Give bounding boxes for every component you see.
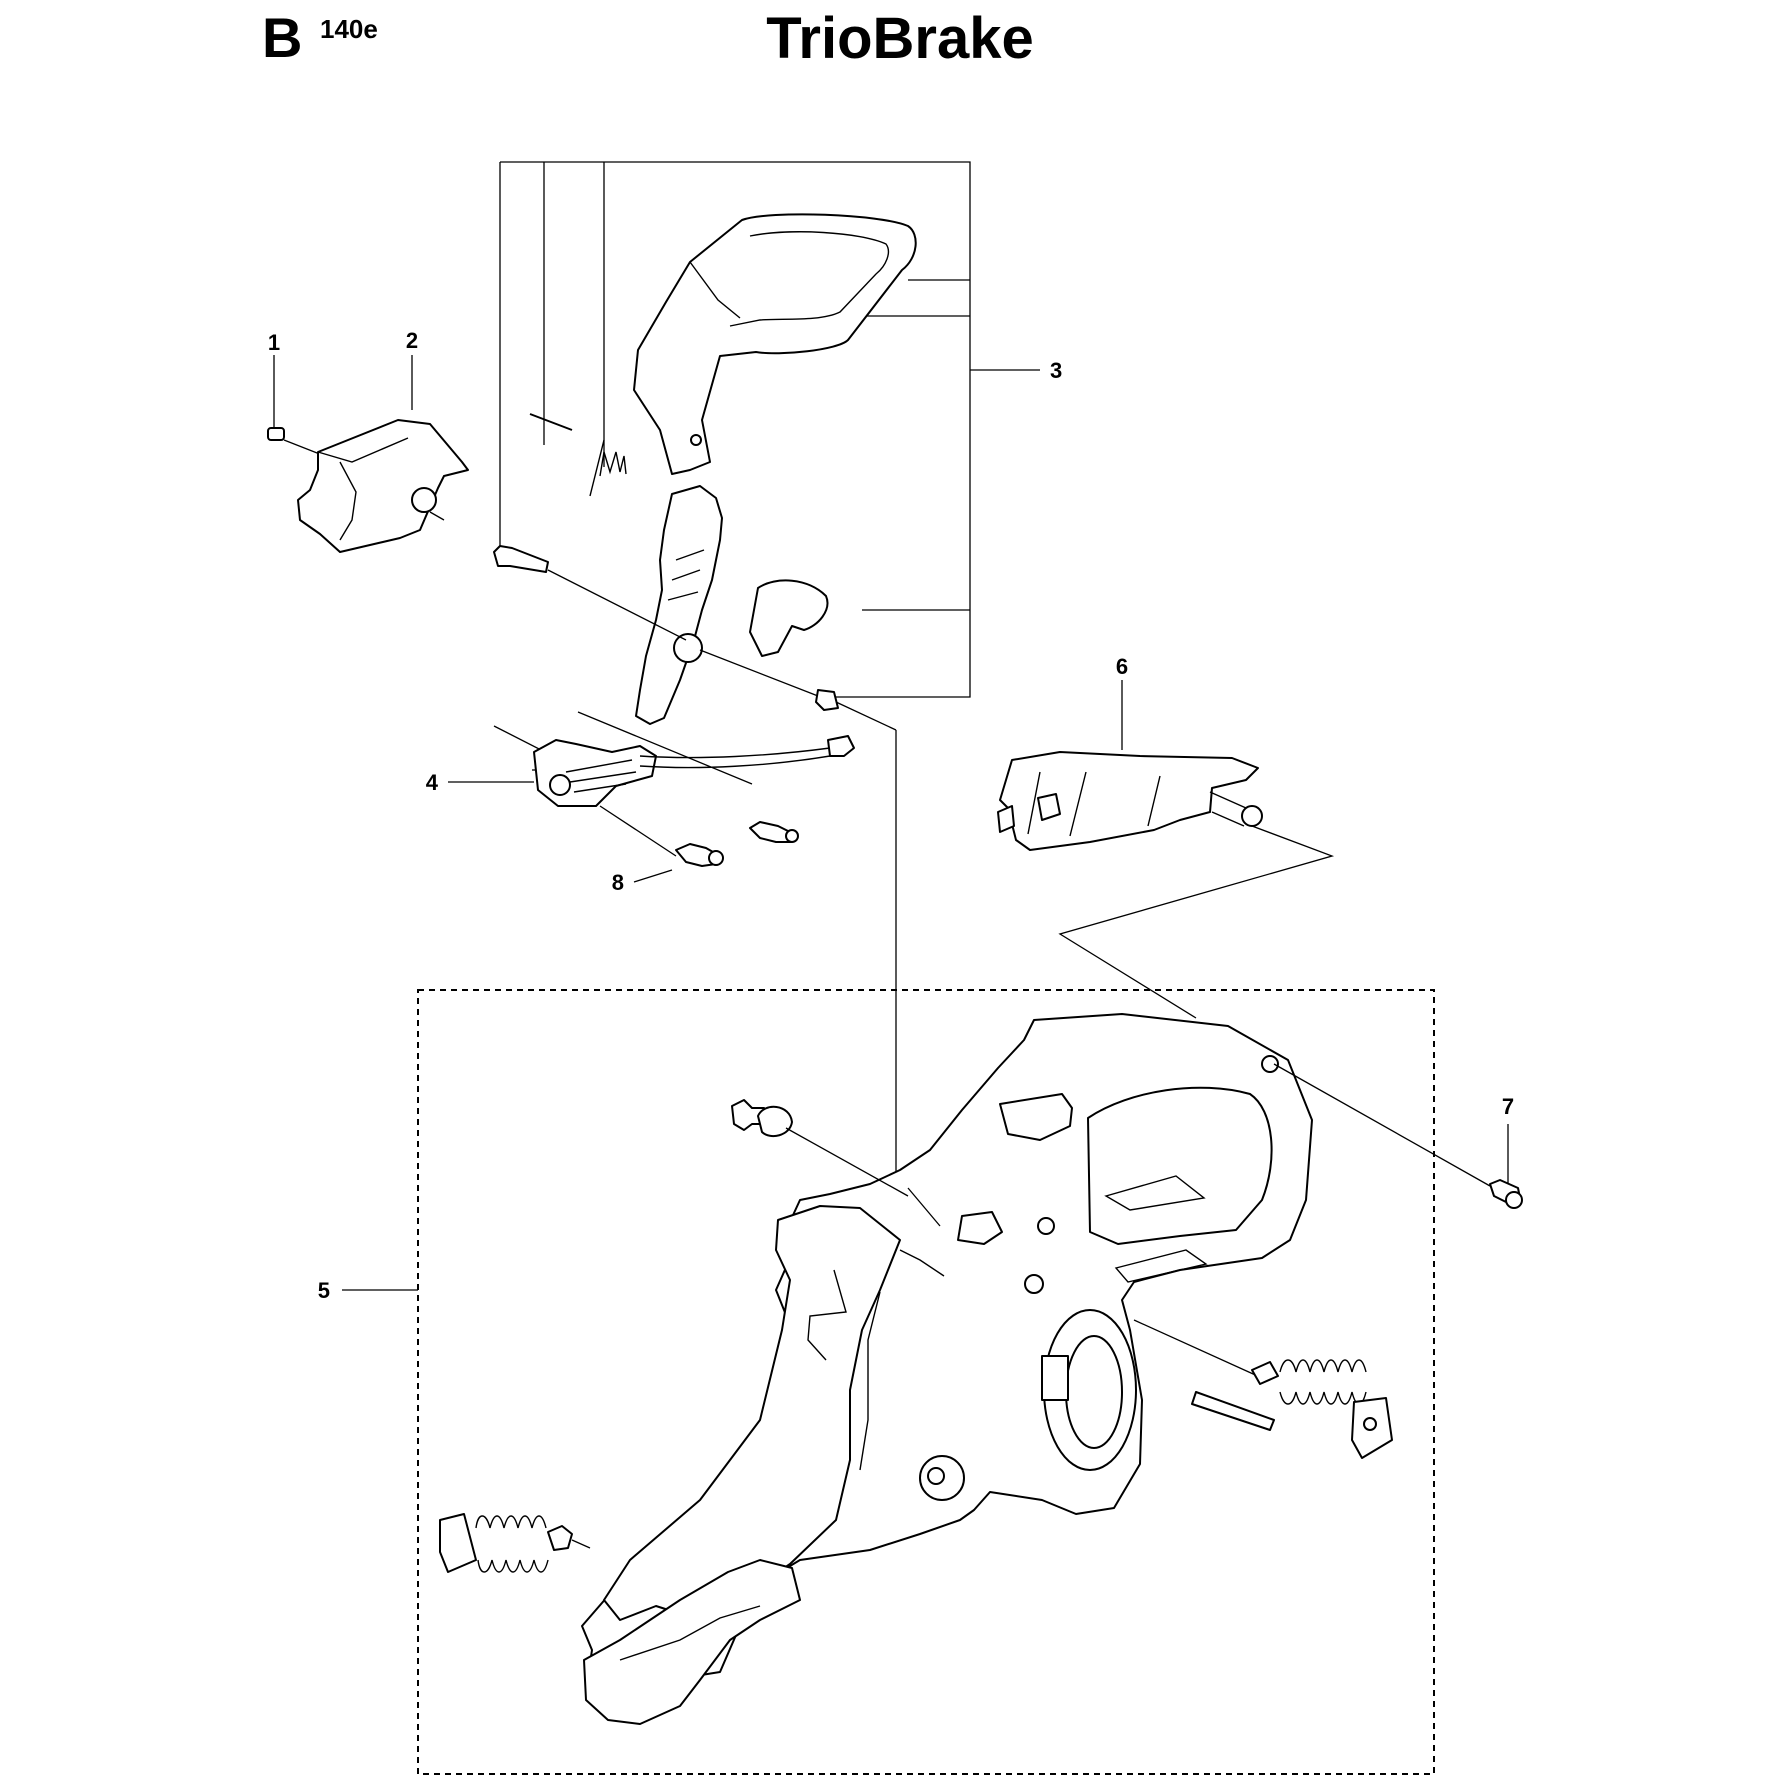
callout-3: 3	[1050, 358, 1062, 383]
part-screw-7	[1273, 1063, 1523, 1209]
part-av-spring-left	[439, 1513, 591, 1573]
part-brake-band-4	[448, 711, 855, 883]
callout-labels: 1 2 3 4 5 6 7 8	[268, 328, 1514, 1303]
callout-5-box	[417, 989, 1435, 1775]
callout-2: 2	[406, 328, 418, 353]
callout-1: 1	[268, 330, 280, 355]
callout-5: 5	[318, 1278, 330, 1303]
callout-6: 6	[1116, 654, 1128, 679]
part-av-spring-right	[1133, 1319, 1393, 1459]
callout-4: 4	[426, 770, 439, 795]
callout-3-bracket	[499, 161, 1040, 698]
part-hand-guard-3	[493, 213, 917, 1188]
diagram-title: TrioBrake	[766, 6, 1034, 71]
model-code: 140e	[320, 14, 378, 44]
part-cover-2	[297, 355, 469, 553]
callout-7: 7	[1502, 1094, 1514, 1119]
section-letter: B	[262, 6, 303, 69]
part-screw-1	[267, 355, 341, 463]
callout-8: 8	[612, 870, 624, 895]
part-brake-guard-6	[997, 680, 1335, 1019]
part-rear-handle-5	[581, 1013, 1313, 1725]
part-av-element-top	[731, 1099, 909, 1197]
